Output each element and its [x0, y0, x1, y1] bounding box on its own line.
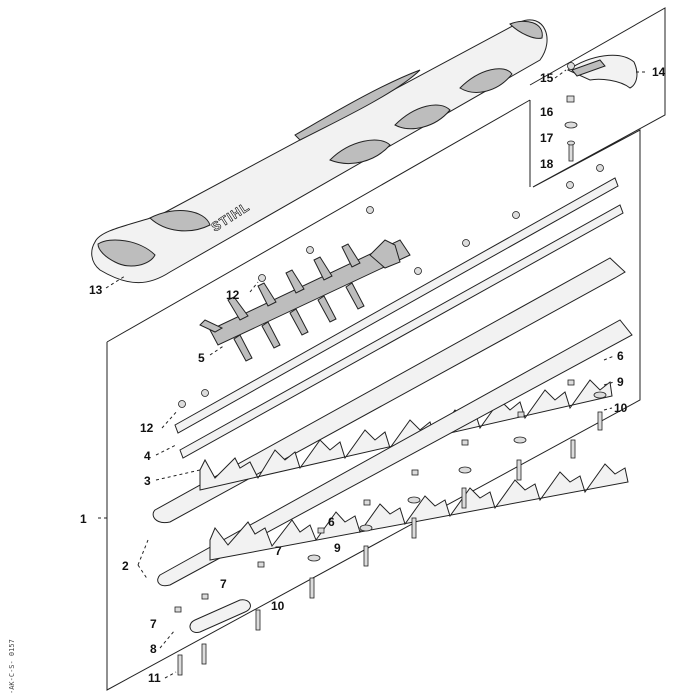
leader-lines	[98, 69, 648, 679]
assembly-frame	[106, 7, 666, 691]
callout-13: 13	[89, 283, 103, 297]
callout-10-right: 10	[614, 401, 628, 415]
callout-16: 16	[540, 105, 554, 119]
callout-15: 15	[540, 71, 554, 85]
guard-cap	[566, 54, 638, 89]
blade-hardware	[174, 379, 607, 676]
callout-1: 1	[80, 512, 87, 526]
callout-2: 2	[122, 559, 129, 573]
callout-10-left: 10	[271, 599, 285, 613]
washer-17-icon	[564, 121, 578, 129]
callout-7-b: 7	[220, 577, 227, 591]
callout-7-c: 7	[150, 617, 157, 631]
blade-guard: STIHL	[91, 19, 548, 284]
callout-14: 14	[652, 65, 666, 79]
callout-8: 8	[150, 642, 157, 656]
callout-5: 5	[198, 351, 205, 365]
callout-17: 17	[540, 131, 554, 145]
spacer-16-icon	[566, 95, 575, 103]
cap-hardware	[564, 62, 578, 162]
callout-6-right: 6	[617, 349, 624, 363]
callout-4: 4	[144, 449, 151, 463]
callout-3: 3	[144, 474, 151, 488]
nuts-12	[178, 164, 604, 408]
callout-9-left: 9	[334, 541, 341, 555]
lower-cutter-blade	[157, 319, 633, 587]
callout-6-left: 6	[328, 515, 335, 529]
callout-12-bottom: 12	[140, 421, 154, 435]
callout-12-top: 12	[226, 288, 240, 302]
nut-15-icon	[567, 62, 575, 70]
drawing-code: -AK-C-S- 0157	[8, 639, 16, 694]
upper-cutter-blade	[152, 257, 626, 524]
screw-18-icon	[568, 142, 574, 162]
guide-bar	[174, 177, 624, 459]
callout-9-right: 9	[617, 375, 624, 389]
blade-spine	[199, 239, 411, 362]
callout-18: 18	[540, 157, 554, 171]
callout-11: 11	[148, 671, 161, 685]
spine-arms	[199, 243, 365, 362]
callout-7-a: 7	[275, 544, 282, 558]
connecting-plate	[189, 599, 251, 634]
callout-labels: 13 14 15 16 17 18 12 5 12 4 3 1 2 6 9 10…	[80, 65, 666, 685]
